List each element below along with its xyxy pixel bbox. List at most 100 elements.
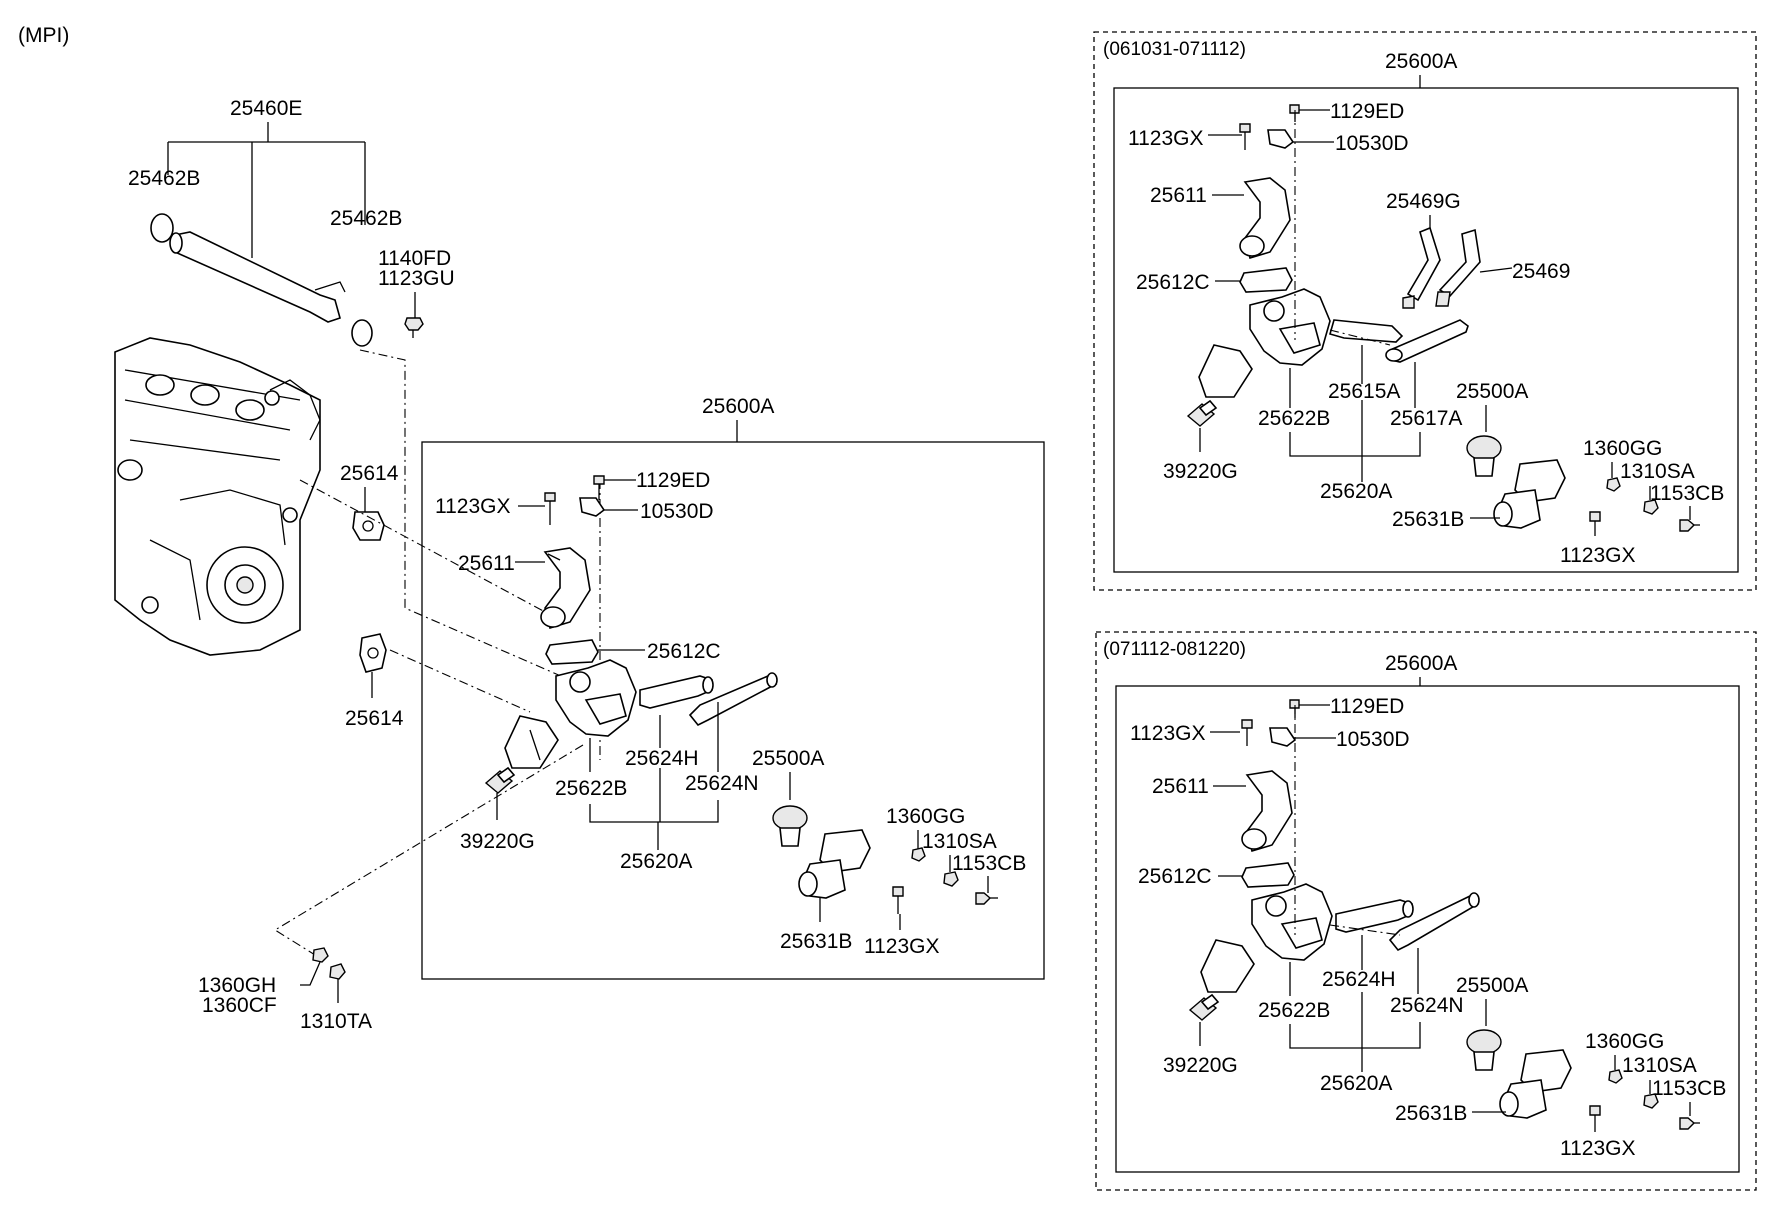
label-housing-assy: 25620A	[620, 850, 692, 873]
label-nut-gg: 1360GG	[886, 805, 965, 828]
bolt-icon	[544, 492, 556, 525]
label-nut-a: 1360GH	[198, 974, 276, 997]
hose	[1435, 228, 1481, 307]
inset1-label-nut-sa: 1310SA	[1620, 460, 1695, 483]
hose-n	[688, 672, 778, 727]
bolt-icon	[975, 892, 998, 905]
nut-icon	[1643, 1093, 1659, 1109]
inset1-label-hose-g: 25469G	[1386, 190, 1461, 213]
water-outlet-fitting	[798, 829, 871, 899]
bolt-icon	[404, 317, 424, 338]
label-bolt-gx: 1123GX	[864, 935, 940, 958]
inset1-label-hose-b: 25617A	[1390, 407, 1462, 430]
inset1-date-range: (061031-071112)	[1103, 39, 1246, 60]
hose-n	[1388, 892, 1480, 952]
inset1-label-bracket: 10530D	[1335, 132, 1409, 155]
label-gasket: 25612C	[647, 640, 721, 663]
water-outlet-fitting	[1493, 459, 1566, 529]
water-pipe	[1239, 177, 1291, 260]
o-ring-left	[150, 213, 174, 243]
thermostat	[1466, 435, 1502, 477]
inset2-label-hose-h: 25624H	[1322, 968, 1396, 991]
hose-h	[1335, 899, 1414, 933]
inset1-label-bolt-gx: 1123GX	[1560, 544, 1636, 567]
nut-icon	[329, 963, 346, 980]
hose-b	[1385, 319, 1469, 363]
label-bolt-b: 1123GU	[378, 267, 455, 290]
bolt-icon	[892, 886, 904, 914]
gasket-bottom	[359, 633, 387, 673]
inset2-assembly-box	[1115, 685, 1740, 1173]
label-hose-h: 25624H	[625, 747, 699, 770]
label-pipe: 25611	[458, 552, 515, 575]
temperature-sensor	[1186, 399, 1218, 427]
label-housing: 25622B	[555, 777, 627, 800]
inset1-label-nut-gg: 1360GG	[1583, 437, 1662, 460]
inset2-label-thermostat: 25500A	[1456, 974, 1528, 997]
inset1-label-housing-assy: 25620A	[1320, 480, 1392, 503]
label-nut-b: 1360CF	[202, 994, 277, 1017]
gasket	[545, 639, 599, 665]
label-gasket-bottom: 25614	[345, 707, 404, 730]
label-bolt-left: 1123GX	[435, 495, 511, 518]
bolt-icon	[1679, 519, 1700, 532]
water-hose	[169, 231, 346, 323]
nut-icon	[911, 847, 926, 862]
inset1-label-thermostat: 25500A	[1456, 380, 1528, 403]
label-ring-left: 25462B	[128, 167, 200, 190]
inset1-assembly-box	[1113, 87, 1739, 573]
label-bolt-cb: 1153CB	[952, 852, 1026, 875]
bracket	[1269, 727, 1297, 747]
label-nut-sa: 1310SA	[922, 830, 997, 853]
main-assembly-title: 25600A	[702, 395, 774, 418]
bolt-icon	[1679, 1117, 1700, 1130]
inset2-label-fitting: 25631B	[1395, 1102, 1467, 1125]
label-fitting: 25631B	[780, 930, 852, 953]
inset2-label-bracket: 10530D	[1336, 728, 1410, 751]
inset1-label-bolt-top: 1129ED	[1330, 100, 1404, 123]
thermostat-housing	[504, 659, 637, 769]
inset1-label-pipe: 25611	[1150, 184, 1207, 207]
inset2-label-sensor: 39220G	[1163, 1054, 1238, 1077]
temperature-sensor	[484, 766, 516, 794]
nut-icon	[1606, 477, 1621, 492]
label-nut-c: 1310TA	[300, 1010, 372, 1033]
gasket	[1239, 267, 1293, 293]
inset2-label-housing: 25622B	[1258, 999, 1330, 1022]
inset2-label-gasket: 25612C	[1138, 865, 1212, 888]
inset1-label-bolt-left: 1123GX	[1128, 127, 1204, 150]
label-hose-assy: 25460E	[230, 97, 302, 120]
hose-g	[1402, 226, 1441, 309]
nut-icon	[1643, 499, 1659, 515]
water-pipe	[1241, 770, 1293, 853]
bolt-icon	[593, 475, 605, 500]
water-pipe	[540, 547, 591, 630]
inset1-label-gasket: 25612C	[1136, 271, 1210, 294]
label-hose-n: 25624N	[685, 772, 759, 795]
inset1-label-housing: 25622B	[1258, 407, 1330, 430]
inset2-label-nut-gg: 1360GG	[1585, 1030, 1664, 1053]
inset2-label-bolt-cb: 1153CB	[1652, 1077, 1726, 1100]
label-bracket: 10530D	[640, 500, 714, 523]
bolt-icon	[1589, 1105, 1601, 1132]
engine-block-illustration	[114, 337, 321, 656]
variant-label: (MPI)	[18, 24, 69, 47]
inset1-label-hose: 25469	[1512, 260, 1570, 283]
inset2-label-housing-assy: 25620A	[1320, 1072, 1392, 1095]
temperature-sensor	[1188, 993, 1220, 1021]
inset2-label-bolt-gx: 1123GX	[1560, 1137, 1636, 1160]
inset2-dashed-frame	[1095, 631, 1757, 1191]
inset1-title: 25600A	[1385, 50, 1457, 73]
o-ring-right	[351, 319, 373, 347]
label-bolt-top: 1129ED	[636, 469, 710, 492]
inset1-label-fitting: 25631B	[1392, 508, 1464, 531]
bolt-icon	[1241, 719, 1253, 746]
water-outlet-fitting	[1499, 1049, 1572, 1119]
bolt-icon	[1239, 123, 1251, 150]
inset2-title: 25600A	[1385, 652, 1457, 675]
hose-h	[639, 675, 714, 709]
label-sensor: 39220G	[460, 830, 535, 853]
inset1-dashed-frame	[1093, 31, 1757, 591]
label-ring-right: 25462B	[330, 207, 402, 230]
